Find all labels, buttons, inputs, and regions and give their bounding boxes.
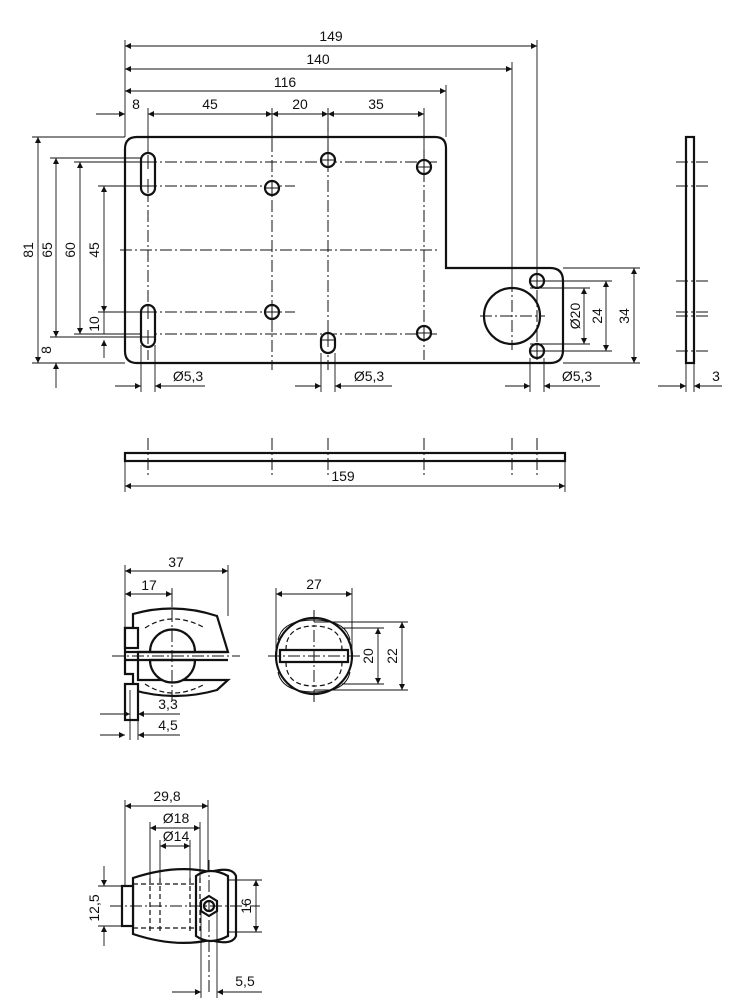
- dim-label-8: 8: [132, 96, 140, 112]
- dim-label-34: 34: [616, 308, 632, 324]
- clamp-front-dim-22: 22: [384, 648, 400, 664]
- dim-label-149: 149: [319, 28, 343, 44]
- mounting-holes: [263, 151, 546, 360]
- dim-label-10: 10: [86, 316, 102, 332]
- dim-label-bore-20: Ø20: [567, 303, 583, 330]
- clamp-bottom-dim-12-5: 12,5: [86, 894, 102, 921]
- dim-label-45-vertical: 45: [86, 242, 102, 258]
- clamp-bottom-dia-18: Ø18: [163, 810, 190, 826]
- plate-edge-view: 159: [123, 438, 567, 492]
- dim-label-65: 65: [39, 242, 55, 258]
- dim-label-35: 35: [368, 96, 384, 112]
- dim-label-140: 140: [306, 51, 330, 67]
- clamp-dim-17: 17: [141, 577, 157, 593]
- clamp-bottom-dim-5-5: 5,5: [235, 973, 255, 989]
- clamp-bottom-dia-14: Ø14: [163, 828, 190, 844]
- clamp-dim-4-5: 4,5: [158, 717, 178, 733]
- dim-label-60: 60: [62, 242, 78, 258]
- clamp-bottom-view: 29,8 Ø18 Ø14 12,5 16 5,5: [86, 788, 262, 998]
- clamp-bottom-dim-29-8: 29,8: [153, 788, 180, 804]
- dim-label-45: 45: [202, 96, 218, 112]
- dim-label-thickness-3: 3: [712, 368, 720, 384]
- dim-label-159: 159: [331, 468, 355, 484]
- clamp-front-dim-27: 27: [306, 576, 322, 592]
- clamp-dim-37: 37: [168, 554, 184, 570]
- slot-hole-upper: [139, 151, 157, 197]
- clamp-dim-3-3: 3,3: [158, 696, 178, 712]
- clamp-front-dim-20: 20: [360, 648, 376, 664]
- plate-side-view: 3: [658, 135, 722, 392]
- clamp-front-view: 27 20 22: [268, 576, 408, 702]
- hole-label-middle: Ø5,3: [354, 368, 385, 384]
- dim-label-24: 24: [589, 308, 605, 324]
- hole-label-right: Ø5,3: [562, 368, 593, 384]
- dim-label-81: 81: [20, 242, 36, 258]
- dim-label-116: 116: [274, 74, 297, 90]
- dim-label-8-vertical: 8: [38, 346, 54, 354]
- clamp-bottom-dim-16: 16: [238, 898, 254, 914]
- plate-top-view: 149 140 116 8 45 20 35 81 65 60 45 10 8: [20, 28, 640, 392]
- hole-label-left: Ø5,3: [173, 368, 204, 384]
- dim-label-20: 20: [292, 96, 308, 112]
- clamp-side-view: 37 17 3,3 4,5: [100, 554, 240, 740]
